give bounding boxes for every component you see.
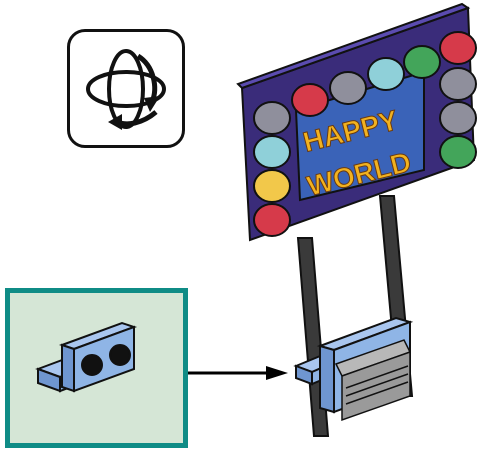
callout-arrow — [188, 366, 288, 380]
bracket-part-icon — [10, 293, 183, 443]
part-callout — [5, 288, 188, 448]
